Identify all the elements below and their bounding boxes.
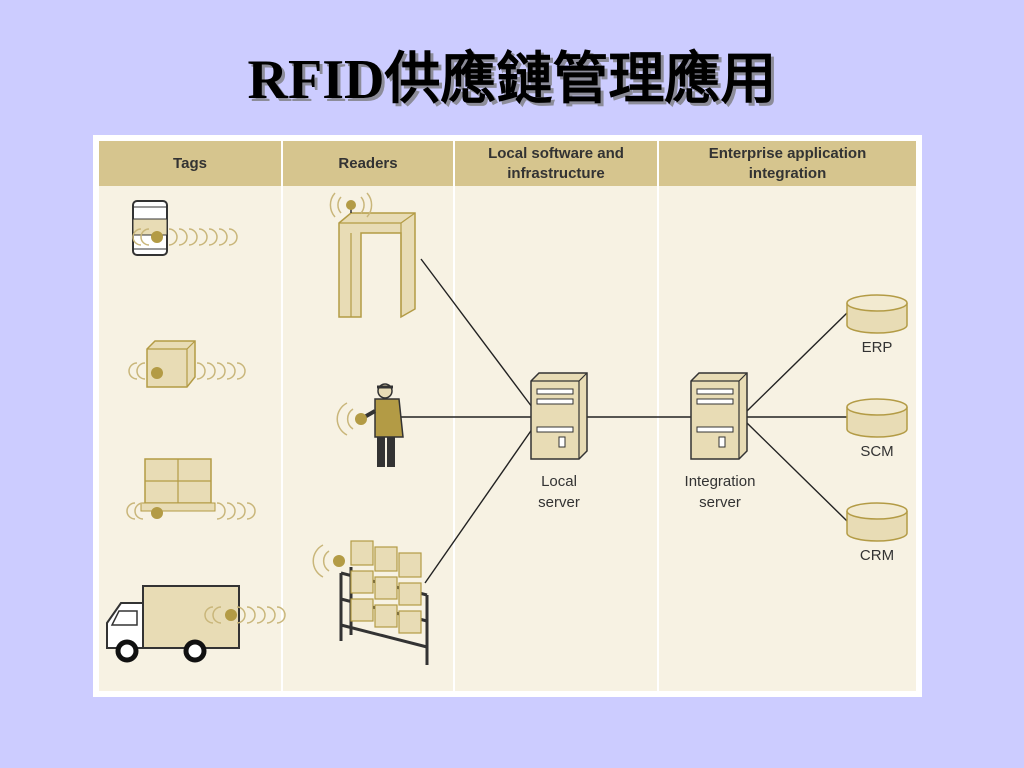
portal-reader-icon [329, 192, 416, 319]
crm-label: CRM [859, 547, 895, 564]
truck-tag-icon [106, 585, 286, 663]
handheld-reader-person-icon [336, 383, 404, 467]
header-enterprise-integration: Enterprise application integration [659, 141, 916, 186]
column-divider [281, 141, 283, 691]
header-readers: Readers [283, 141, 453, 186]
crm-database-icon [846, 502, 908, 542]
scm-database-icon [846, 398, 908, 438]
scm-label: SCM [860, 443, 894, 460]
shelf-reader-icon [312, 540, 429, 665]
integration-server-icon [690, 372, 748, 460]
diagram-panel: Tags Readers Local software and infrastr… [99, 141, 916, 691]
integration-server-label: Integration server [684, 473, 756, 511]
erp-label: ERP [861, 339, 893, 356]
header-tags: Tags [99, 141, 281, 186]
drum-tag-icon [132, 200, 238, 256]
local-server-icon [530, 372, 588, 460]
erp-database-icon [846, 294, 908, 334]
box-tag-icon [128, 340, 246, 388]
column-divider [453, 141, 455, 691]
pallet-tag-icon [126, 458, 256, 520]
column-divider [657, 141, 659, 691]
slide-title: RFID供應鏈管理應用 [247, 49, 777, 111]
connector-lines [389, 258, 848, 584]
rfid-diagram: Tags Readers Local software and infrastr… [93, 135, 922, 697]
header-local-software: Local software and infrastructure [455, 141, 657, 186]
local-server-label: Local server [538, 473, 580, 511]
diagram-artwork [106, 192, 908, 665]
